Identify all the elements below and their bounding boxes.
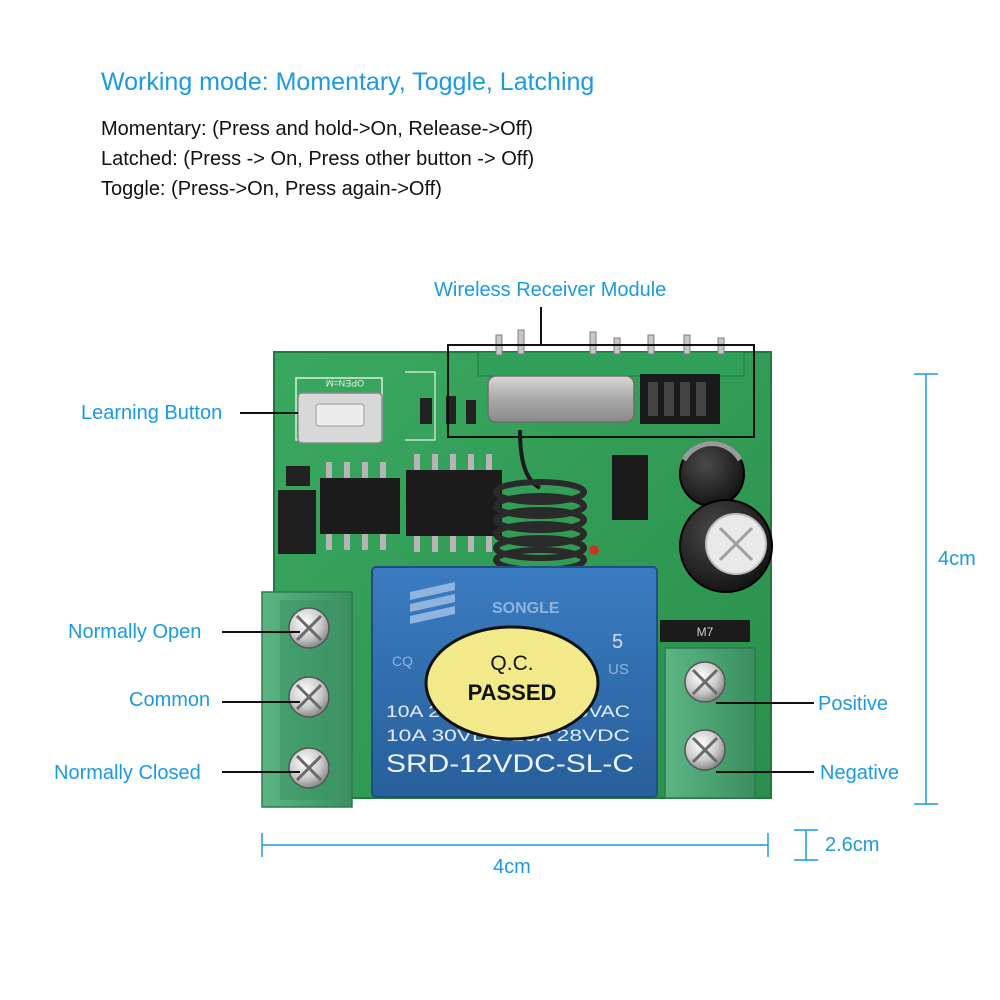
label-thickness-dimension: 2.6cm [825, 834, 880, 856]
working-mode-heading: Working mode: Momentary, Toggle, Latchin… [101, 68, 595, 96]
label-learning-button: Learning Button [81, 402, 223, 424]
qc-sticker [424, 625, 600, 741]
terminal-screws-right [684, 661, 726, 771]
receiver-board [477, 351, 745, 377]
terminal-screws-left [288, 607, 330, 789]
relay-mark-cq: CQ [392, 653, 413, 669]
label-height-dimension: 4cm [938, 548, 976, 570]
dimension-width [261, 833, 769, 857]
crystal-oscillator [487, 375, 635, 423]
relay-mark-5: 5 [612, 631, 623, 653]
label-width-dimension: 4cm [493, 856, 531, 878]
ic-center [406, 470, 502, 536]
mode-latched: Latched: (Press -> On, Press other butto… [101, 148, 535, 170]
pcb-open-m-text: OPEN=M [326, 378, 364, 388]
qc-line-1: Q.C. [490, 652, 533, 675]
transistor [612, 455, 648, 520]
qc-line-2: PASSED [468, 680, 557, 705]
receiver-outline [447, 344, 755, 438]
antenna-coil [493, 479, 587, 573]
dimension-height [914, 373, 938, 805]
diode-label: M7 [697, 625, 714, 639]
label-common: Common [129, 689, 211, 711]
dimension-thickness [794, 829, 818, 861]
label-normally-open: Normally Open [68, 621, 202, 643]
label-negative: Negative [820, 762, 899, 784]
label-positive: Positive [818, 693, 889, 715]
ic-left [320, 478, 400, 534]
label-normally-closed: Normally Closed [54, 762, 201, 784]
mode-momentary: Momentary: (Press and hold->On, Release-… [101, 118, 534, 140]
relay-model: SRD-12VDC-SL-C [386, 750, 634, 778]
ic-pins [326, 454, 492, 552]
relay-brand: SONGLE [492, 600, 560, 617]
relay-mark-us: US [608, 661, 629, 678]
diode [660, 620, 750, 642]
label-wireless-receiver: Wireless Receiver Module [434, 279, 667, 301]
mode-toggle: Toggle: (Press->On, Press again->Off) [101, 178, 442, 200]
